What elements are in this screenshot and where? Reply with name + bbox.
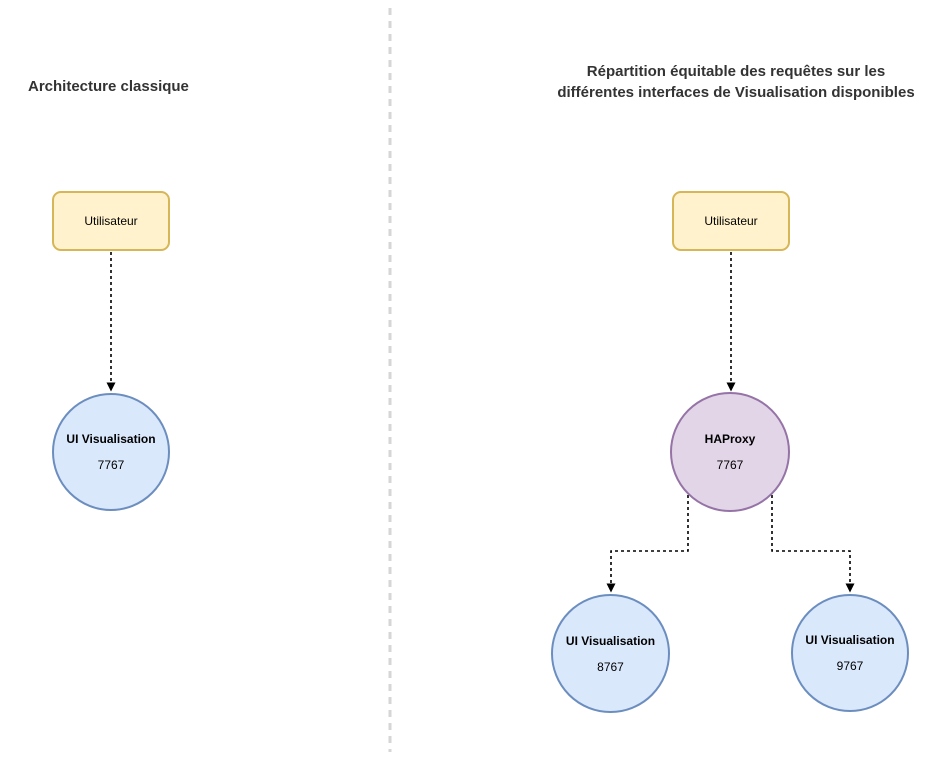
ui-node-7767-port: 7767 bbox=[97, 458, 125, 472]
user-node-left: Utilisateur bbox=[52, 191, 170, 251]
ui-node-9767-port: 9767 bbox=[836, 659, 864, 673]
ui-node-9767-label: UI Visualisation bbox=[805, 633, 895, 647]
connector-haproxy-to-ui-8767 bbox=[606, 495, 689, 593]
haproxy-node: HAProxy 7767 bbox=[670, 392, 790, 512]
ui-node-8767-port: 8767 bbox=[597, 659, 624, 674]
ui-visualisation-node-8767: UI Visualisation 8767 bbox=[551, 594, 670, 713]
user-node-right-label: Utilisateur bbox=[704, 214, 758, 228]
ui-node-7767-label: UI Visualisation bbox=[66, 432, 156, 446]
user-node-right: Utilisateur bbox=[672, 191, 790, 251]
ui-visualisation-node-9767: UI Visualisation 9767 bbox=[791, 594, 909, 712]
ui-visualisation-node-7767: UI Visualisation 7767 bbox=[52, 393, 170, 511]
right-diagram-title-line1: Répartition équitable des requêtes sur l… bbox=[586, 63, 886, 80]
haproxy-node-port: 7767 bbox=[716, 458, 744, 472]
user-node-left-label: Utilisateur bbox=[84, 214, 138, 228]
haproxy-node-label: HAProxy bbox=[704, 432, 756, 446]
connector-haproxy-to-ui-9767 bbox=[771, 495, 855, 593]
ui-node-8767-label: UI Visualisation bbox=[565, 633, 656, 648]
right-diagram-title: Répartition équitable des requêtes sur l… bbox=[526, 61, 941, 103]
left-diagram-title: Architecture classique bbox=[28, 78, 189, 95]
right-diagram-title-line2: différentes interfaces de Visualisation … bbox=[557, 84, 915, 101]
